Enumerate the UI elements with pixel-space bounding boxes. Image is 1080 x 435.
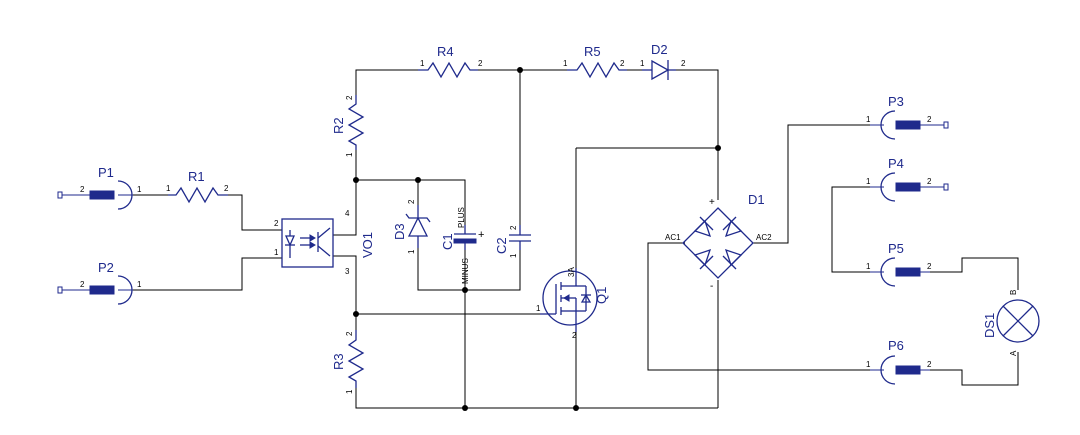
svg-text:1: 1: [866, 115, 871, 124]
svg-text:2: 2: [345, 95, 354, 100]
svg-text:+: +: [709, 197, 715, 208]
svg-text:2: 2: [927, 262, 932, 271]
svg-text:1: 1: [137, 280, 142, 289]
svg-text:2: 2: [80, 185, 85, 194]
svg-text:2: 2: [80, 280, 85, 289]
lamp-ds1: B A DS1: [982, 290, 1040, 356]
svg-text:2: 2: [274, 219, 279, 228]
resistor-r2: R2 2 1: [331, 95, 365, 157]
svg-text:2: 2: [572, 331, 577, 340]
svg-text:PLUS: PLUS: [457, 207, 466, 228]
r5-label: R5: [584, 44, 601, 59]
svg-text:1: 1: [536, 304, 541, 313]
p1-label: P1: [98, 165, 114, 180]
d3-label: D3: [392, 223, 407, 240]
svg-text:1: 1: [563, 59, 568, 68]
connector-p5: P5 1 2: [866, 241, 932, 287]
r2-label: R2: [331, 117, 346, 134]
vo1-label: VO1: [360, 232, 375, 258]
svg-text:1: 1: [509, 253, 518, 258]
r4-label: R4: [437, 44, 454, 59]
r1-label: R1: [188, 169, 205, 184]
resistor-r4: R4 1 2: [418, 44, 483, 79]
q1-label: Q1: [594, 287, 609, 304]
svg-text:1: 1: [640, 59, 645, 68]
svg-text:A: A: [1009, 350, 1018, 356]
svg-text:MINUS: MINUS: [461, 258, 470, 284]
c1-label: C1: [440, 233, 455, 250]
resistor-r3: R3 2 1: [331, 330, 365, 394]
connector-p4: P4 1 2: [866, 156, 949, 202]
svg-text:2: 2: [927, 360, 932, 369]
junction-dots: [353, 67, 721, 411]
connector-p2: P2 2 1: [57, 260, 142, 305]
resistor-r1: R1 1 2: [166, 169, 229, 204]
capacitor-c1: C1 PLUS MINUS +: [440, 207, 484, 284]
svg-text:1: 1: [866, 360, 871, 369]
svg-text:B: B: [1009, 290, 1018, 295]
optocoupler-vo1: 2 1 4 3 VO1: [274, 209, 375, 276]
resistor-r5: R5 1 2: [563, 44, 627, 79]
svg-text:4: 4: [345, 209, 350, 218]
svg-text:2: 2: [927, 115, 932, 124]
p6-label: P6: [888, 338, 904, 353]
p3-label: P3: [888, 94, 904, 109]
connector-p6: P6 1 2: [866, 338, 932, 385]
c2-label: C2: [494, 237, 509, 254]
bridge-rectifier-d1: D1 AC1 AC2 + -: [665, 192, 772, 292]
d2-label: D2: [651, 42, 668, 57]
svg-text:3A: 3A: [567, 267, 576, 277]
p2-label: P2: [98, 260, 114, 275]
svg-text:2: 2: [681, 59, 686, 68]
svg-text:1: 1: [166, 184, 171, 193]
svg-text:-: -: [710, 281, 713, 292]
svg-text:1: 1: [274, 248, 279, 257]
svg-text:2: 2: [927, 177, 932, 186]
diode-d2: D2 1 2: [640, 42, 686, 81]
svg-text:AC2: AC2: [756, 233, 772, 242]
connector-p1: P1 2 1: [57, 165, 142, 210]
svg-text:1: 1: [137, 185, 142, 194]
svg-text:3: 3: [345, 267, 350, 276]
svg-text:+: +: [478, 229, 484, 241]
capacitor-c2: C2 2 1: [494, 225, 531, 258]
svg-text:2: 2: [478, 59, 483, 68]
p4-label: P4: [888, 156, 904, 171]
svg-text:2: 2: [620, 59, 625, 68]
r3-label: R3: [331, 353, 346, 370]
svg-text:1: 1: [407, 249, 416, 254]
svg-text:1: 1: [345, 389, 354, 394]
svg-text:1: 1: [345, 152, 354, 157]
d1-label: D1: [748, 192, 765, 207]
svg-text:2: 2: [509, 225, 518, 230]
wires: [133, 69, 1019, 409]
svg-text:1: 1: [420, 59, 425, 68]
connector-p3: P3 1 2: [866, 94, 949, 140]
mosfet-q1: 1 2 3A Q1: [536, 267, 609, 340]
svg-text:2: 2: [345, 331, 354, 336]
svg-text:2: 2: [224, 184, 229, 193]
svg-text:1: 1: [866, 177, 871, 186]
diode-d3: D3 2 1: [392, 199, 431, 254]
svg-text:1: 1: [866, 262, 871, 271]
svg-text:2: 2: [407, 199, 416, 204]
svg-text:AC1: AC1: [665, 233, 681, 242]
p5-label: P5: [888, 241, 904, 256]
ds1-label: DS1: [982, 313, 997, 338]
